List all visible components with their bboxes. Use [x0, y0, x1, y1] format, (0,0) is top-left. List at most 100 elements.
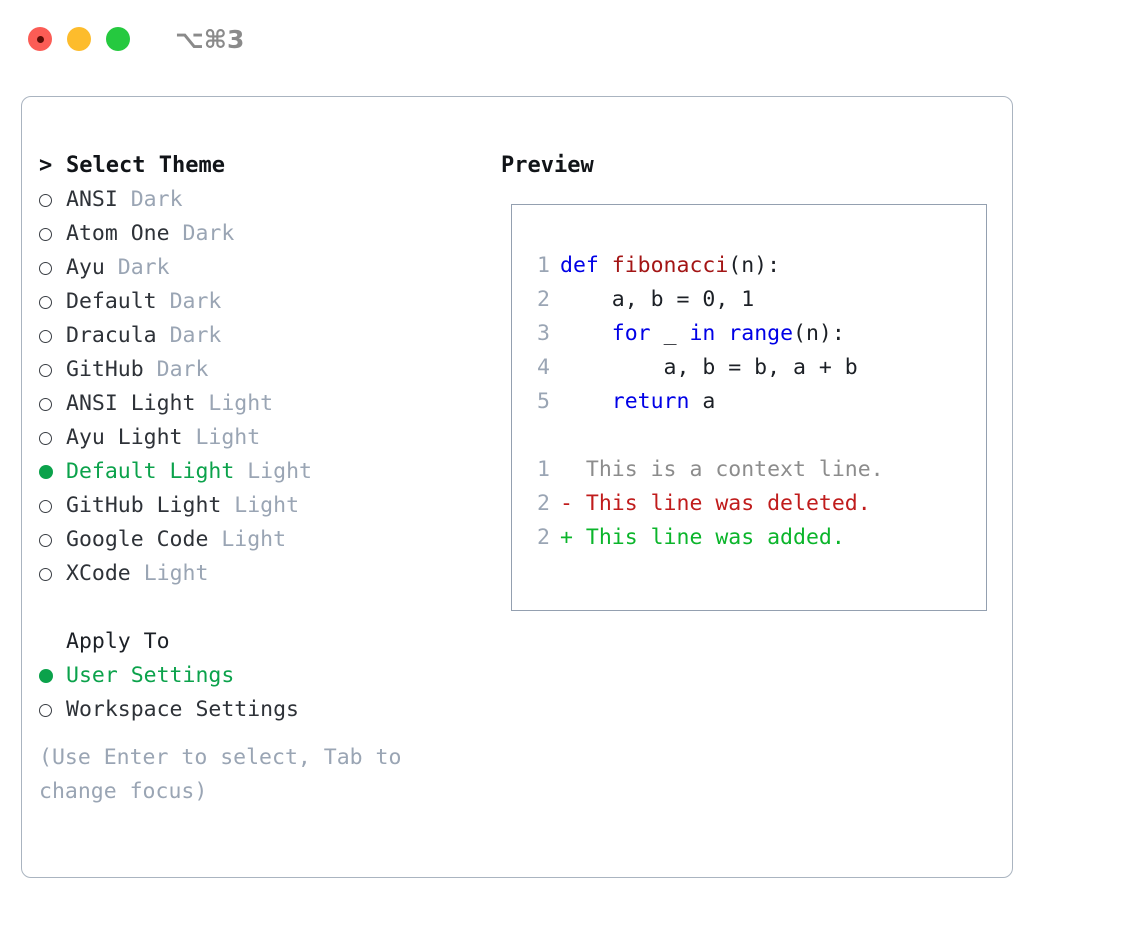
radio-empty-icon [39, 363, 52, 377]
theme-option-variant: Dark [169, 289, 222, 314]
theme-option-row[interactable]: Default Dark [39, 285, 499, 319]
radio-empty-icon [39, 227, 52, 241]
window-titlebar: ⌥⌘3 [0, 0, 1140, 78]
apply-to-option-row[interactable]: Workspace Settings [39, 693, 499, 727]
theme-option-label: Dracula [66, 323, 157, 348]
radio-empty-icon [39, 329, 52, 343]
apply-to-header: Apply To [39, 625, 499, 659]
theme-option-label: Default Light [66, 459, 235, 484]
code-line: 3 for _ in range(n): [522, 317, 884, 351]
minimize-window-button[interactable] [67, 27, 91, 51]
theme-option-variant: Dark [182, 221, 235, 246]
theme-option-row[interactable]: Ayu Dark [39, 251, 499, 285]
theme-option-row[interactable]: Ayu Light Light [39, 421, 499, 455]
theme-option-variant: Dark [156, 357, 209, 382]
theme-option-row[interactable]: ANSI Dark [39, 183, 499, 217]
theme-option-marker-8 [39, 465, 66, 479]
theme-option-label: ANSI Light [66, 391, 196, 416]
theme-option-label: Google Code [66, 527, 209, 552]
theme-option-row[interactable]: XCode Light [39, 557, 499, 591]
theme-option-row[interactable]: Google Code Light [39, 523, 499, 557]
apply-to-option-marker-1 [39, 703, 66, 717]
theme-option-marker-5 [39, 363, 66, 377]
radio-empty-icon [39, 499, 52, 513]
diff-sign [560, 457, 573, 482]
theme-option-row[interactable]: GitHub Light Light [39, 489, 499, 523]
code-line: 5 return a [522, 385, 884, 419]
theme-option-row[interactable]: Atom One Dark [39, 217, 499, 251]
radio-empty-icon [39, 533, 52, 547]
theme-option-marker-4 [39, 329, 66, 343]
radio-empty-icon [39, 261, 52, 275]
code-line-number: 2 [537, 287, 550, 312]
theme-option-marker-9 [39, 499, 66, 513]
code-token: return [611, 389, 690, 414]
code-token: in [689, 321, 716, 346]
code-line-number: 3 [537, 321, 550, 346]
select-theme-title: Select Theme [66, 153, 225, 178]
code-token: a, b = 0, 1 [560, 287, 755, 312]
theme-option-label: Default [66, 289, 157, 314]
diff-line: 2 + This line was added. [522, 521, 884, 555]
close-window-button[interactable] [28, 27, 52, 51]
theme-option-label: Ayu Light [66, 425, 183, 450]
traffic-light-group [28, 27, 130, 51]
radio-empty-icon [39, 567, 52, 581]
theme-option-label: GitHub Light [66, 493, 222, 518]
diff-line-number: 1 [537, 457, 550, 482]
apply-to-option-label: Workspace Settings [66, 697, 299, 722]
code-token: for [611, 321, 651, 346]
code-token [560, 321, 612, 346]
apply-to-option-row[interactable]: User Settings [39, 659, 499, 693]
theme-option-label: Atom One [66, 221, 170, 246]
list-spacer [39, 591, 499, 625]
theme-option-label: XCode [66, 561, 131, 586]
code-token: fibonacci [611, 253, 729, 278]
diff-text: This line was deleted. [572, 491, 871, 516]
theme-option-variant: Dark [169, 323, 222, 348]
code-token [560, 389, 612, 414]
code-token: _ [650, 321, 690, 346]
theme-option-marker-0 [39, 193, 66, 207]
keyboard-hint-text: (Use Enter to select, Tab to change focu… [39, 745, 415, 804]
diff-text: This line was added. [572, 525, 845, 550]
theme-option-variant: Light [208, 391, 274, 416]
radio-empty-icon [39, 431, 52, 445]
radio-empty-icon [39, 397, 52, 411]
code-token: a, b = b, a + b [560, 355, 858, 380]
apply-to-option-marker-0 [39, 669, 66, 683]
theme-option-row[interactable]: GitHub Dark [39, 353, 499, 387]
theme-option-row[interactable]: Default Light Light [39, 455, 499, 489]
zoom-window-button[interactable] [106, 27, 130, 51]
code-line: 4 a, b = b, a + b [522, 351, 884, 385]
code-line: 2 a, b = 0, 1 [522, 283, 884, 317]
theme-option-marker-7 [39, 431, 66, 445]
theme-option-row[interactable]: Dracula Dark [39, 319, 499, 353]
diff-text: This is a context line. [572, 457, 884, 482]
code-token: def [560, 253, 612, 278]
theme-option-marker-11 [39, 567, 66, 581]
apply-to-title: Apply To [66, 629, 170, 654]
theme-option-label: ANSI [66, 187, 118, 212]
code-line-number: 5 [537, 389, 550, 414]
radio-selected-icon [39, 465, 53, 479]
radio-empty-icon [39, 295, 52, 309]
diff-line-number: 2 [537, 491, 550, 516]
diff-sign: - [560, 491, 573, 516]
preview-title: Preview [501, 153, 594, 178]
theme-option-variant: Light [143, 561, 209, 586]
code-token: (n): [728, 253, 781, 278]
select-theme-header: > Select Theme [39, 149, 499, 183]
radio-empty-icon [39, 193, 52, 207]
theme-option-variant: Light [221, 527, 287, 552]
radio-empty-icon [39, 703, 52, 717]
caret-icon: > [39, 153, 53, 178]
theme-option-row[interactable]: ANSI Light Light [39, 387, 499, 421]
code-line-number: 4 [537, 355, 550, 380]
